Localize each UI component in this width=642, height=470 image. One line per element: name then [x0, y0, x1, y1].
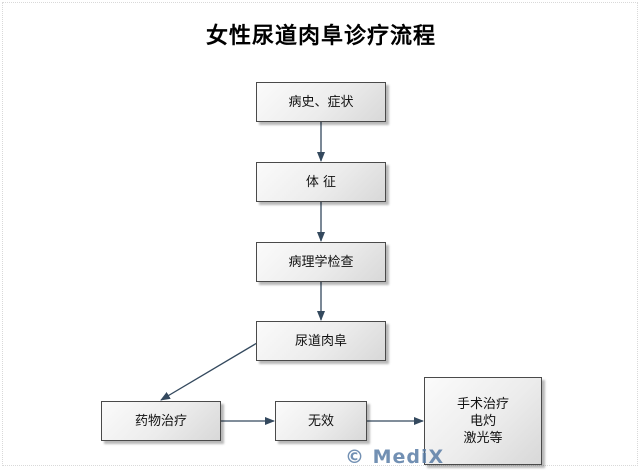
node-physical-signs: 体 征 — [256, 162, 386, 202]
node-history-symptoms: 病史、症状 — [256, 82, 386, 122]
node-surgical-treatment: 手术治疗 电灼 激光等 — [424, 377, 542, 465]
node-pathology-exam: 病理学检查 — [256, 242, 386, 282]
node-urethral-caruncle: 尿道肉阜 — [256, 321, 386, 361]
node-medication-treatment: 药物治疗 — [101, 401, 221, 441]
arrow-caruncle-to-medication — [160, 342, 258, 401]
diagram-title: 女性尿道肉阜诊疗流程 — [205, 24, 436, 49]
node-ineffective: 无效 — [275, 401, 367, 441]
canvas-frame — [2, 2, 638, 466]
watermark-logo: © MediX — [345, 446, 445, 468]
